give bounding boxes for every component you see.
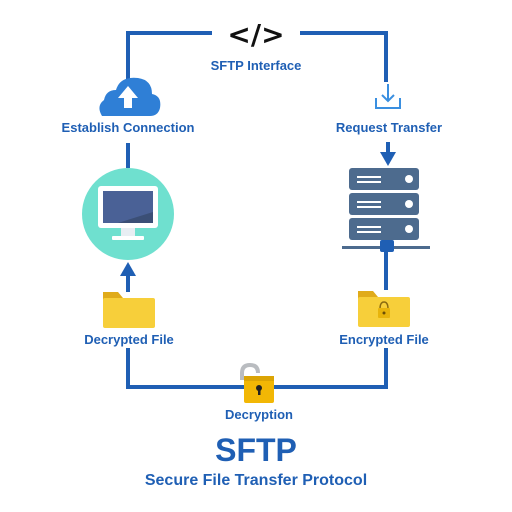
line-bottom-right	[272, 348, 388, 389]
monitor-icon	[82, 168, 174, 260]
locked-folder-icon	[358, 291, 410, 327]
cloud-upload-icon	[99, 77, 161, 116]
code-icon: </>	[227, 18, 284, 51]
padlock-icon	[240, 362, 274, 403]
line-bottom-left	[126, 348, 244, 389]
arrowhead-to-monitor	[120, 262, 136, 276]
label-decrypted-file: Decrypted File	[81, 332, 177, 347]
label-sftp-interface: SFTP Interface	[207, 58, 305, 73]
flow-lines	[126, 31, 390, 389]
line-top-left	[126, 31, 212, 86]
label-decryption: Decryption	[222, 407, 296, 422]
download-icon	[375, 84, 401, 109]
label-request-transfer: Request Transfer	[332, 120, 446, 135]
page-title: SFTP	[215, 432, 297, 468]
label-establish-connection: Establish Connection	[58, 120, 198, 135]
arrowhead-to-server	[380, 152, 396, 166]
server-icon	[342, 168, 430, 252]
label-encrypted-file: Encrypted File	[336, 332, 432, 347]
page-subtitle: Secure File Transfer Protocol	[144, 472, 368, 489]
folder-icon	[103, 292, 155, 328]
svg-text:</>: </>	[227, 18, 284, 51]
line-top-right	[300, 31, 388, 82]
